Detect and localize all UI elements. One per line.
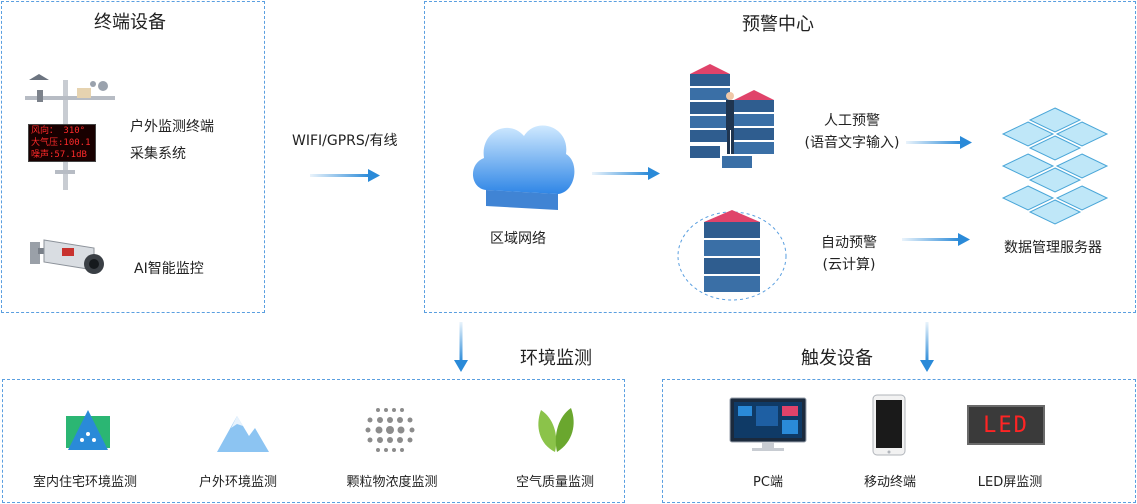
manual-warning-label-2: (语音文字输入) [804, 135, 900, 151]
arrow-down-icon [920, 322, 934, 372]
particles-icon [365, 408, 415, 452]
mobile-phone-icon [872, 394, 906, 456]
mountain-icon [217, 416, 269, 452]
auto-warning-label-1: 自动预警 [821, 235, 877, 251]
data-server-label: 数据管理服务器 [1004, 240, 1102, 256]
trigger-item-pc: PC端 [753, 475, 783, 490]
terminal-panel [1, 1, 265, 313]
env-monitor-panel [2, 379, 625, 503]
led-screen: LED [967, 405, 1045, 445]
env-monitor-title: 环境监测 [520, 348, 592, 369]
warning-center-title: 预警中心 [742, 14, 814, 35]
display-line-3: 噪声:57.1dB [31, 150, 87, 160]
arrow-right-icon [902, 233, 970, 246]
arrow-right-icon [592, 167, 660, 180]
connection-label: WIFI/GPRS/有线 [292, 133, 398, 149]
cloud-icon [472, 125, 575, 210]
terminal-title: 终端设备 [94, 12, 166, 33]
ai-monitor-label: AI智能监控 [134, 261, 204, 277]
trigger-title: 触发设备 [801, 348, 873, 369]
trigger-item-mobile: 移动终端 [863, 475, 916, 490]
led-screen-text: LED [983, 412, 1029, 438]
trigger-item-led: LED屏监测 [977, 475, 1043, 490]
outdoor-terminal-label-2: 采集系统 [130, 146, 186, 162]
cloud-label: 区域网络 [490, 231, 546, 247]
indoor-monitor-icon [66, 410, 110, 450]
outdoor-terminal-label-1: 户外监测终端 [130, 119, 214, 135]
warning-center-panel [424, 1, 1136, 313]
env-item-particles: 颗粒物浓度监测 [346, 475, 438, 490]
manual-warning-servers-icon [690, 64, 774, 168]
outdoor-display: 风向： 310° 大气压:100.1 噪声:57.1dB [28, 124, 96, 162]
pc-monitor-icon [729, 397, 807, 451]
arrow-right-icon [906, 136, 972, 149]
arrow-down-icon [454, 322, 468, 372]
camera-icon [30, 239, 104, 274]
manual-warning-label-1: 人工预警 [824, 113, 880, 129]
display-line-1: 风向： 310° [31, 126, 86, 136]
auto-warning-servers-icon [677, 210, 787, 301]
leaf-icon [538, 408, 574, 452]
env-item-outdoor: 户外环境监测 [198, 475, 277, 490]
arrow-right-icon [310, 169, 380, 182]
env-item-indoor: 室内住宅环境监测 [32, 475, 137, 490]
trigger-panel [662, 379, 1136, 503]
display-line-2: 大气压:100.1 [31, 138, 91, 148]
data-server-icon [1001, 107, 1109, 225]
auto-warning-label-2: (云计算) [822, 257, 876, 273]
env-item-air: 空气质量监测 [515, 475, 594, 490]
